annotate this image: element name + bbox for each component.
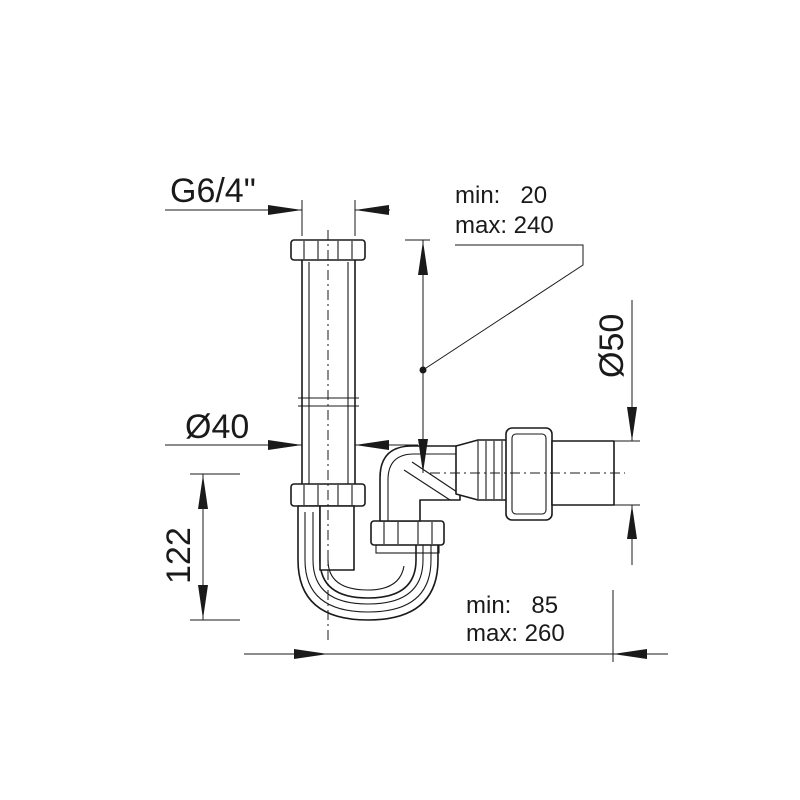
horizontal-range-min: min: 85 <box>466 592 558 619</box>
thread-label: G6/4" <box>170 172 256 210</box>
outlet-collar <box>505 427 553 521</box>
outlet-spigot <box>551 440 615 506</box>
outlet-tube <box>455 439 511 501</box>
dim-horizontal-range: min: 85 max: 260 <box>244 590 668 662</box>
siphon-body <box>290 230 625 640</box>
outlet-diameter-label: Ø50 <box>593 314 631 378</box>
vertical-range-max: max: 240 <box>455 212 554 239</box>
horizontal-range-max: max: 260 <box>466 620 565 647</box>
dim-inlet-diameter: Ø40 <box>165 408 418 450</box>
vertical-range-min: min: 20 <box>455 182 547 209</box>
u-trap <box>297 505 439 621</box>
dim-height: 122 <box>160 473 240 621</box>
dim-thread: G6/4" <box>165 172 390 236</box>
dim-vertical-range: min: 20 max: 240 <box>405 182 584 473</box>
height-label: 122 <box>160 527 198 584</box>
outlet-elbow <box>379 445 461 522</box>
dim-outlet-diameter: Ø50 <box>593 300 640 565</box>
inlet-diameter-label: Ø40 <box>185 408 249 446</box>
